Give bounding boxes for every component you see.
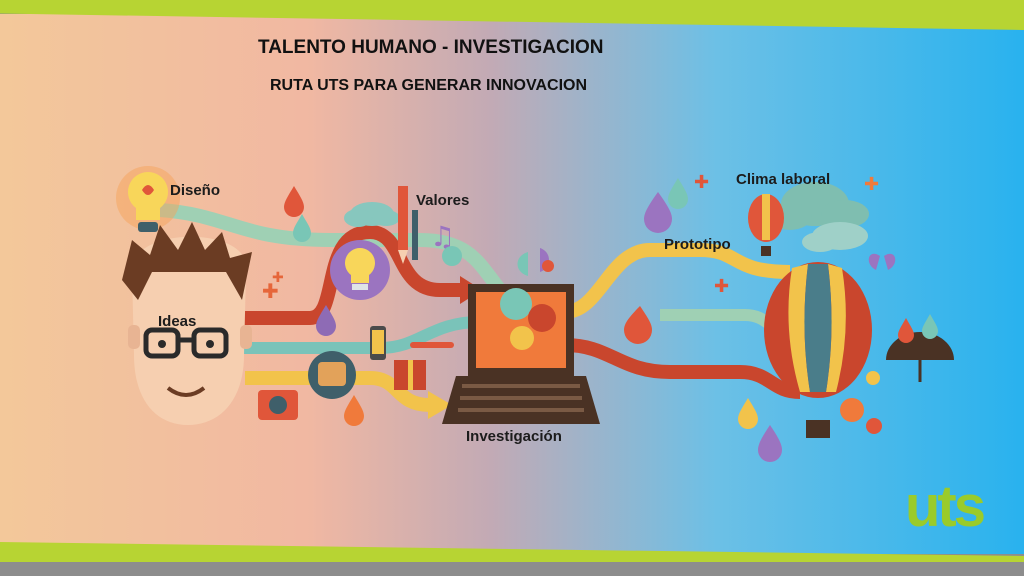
brush-icon: [412, 210, 418, 260]
drop-purple-2: [758, 425, 782, 462]
drop-orange-2: [898, 318, 914, 343]
gear-icon-3: [510, 326, 534, 350]
glasses-icon: [143, 327, 229, 359]
dot-red: [866, 418, 882, 434]
label-investigacion: Investigación: [466, 428, 562, 445]
slide-subtitle: RUTA UTS PARA GENERAR INNOVACION: [270, 77, 588, 94]
gear-icon-1: [500, 288, 532, 320]
dot-yellow: [866, 371, 880, 385]
plant-leaves-icon: [517, 248, 554, 276]
pen-icon: [410, 342, 454, 348]
coffee-cup-icon: [308, 351, 356, 399]
label-ideas: Ideas: [158, 313, 197, 330]
umbrella-icon: [886, 314, 954, 382]
plus-icon-2: ✚: [272, 270, 284, 286]
drop-teal-2: [668, 178, 688, 209]
camera-icon: [258, 390, 298, 420]
dot-orange: [840, 398, 864, 422]
hair: [122, 222, 252, 300]
character-head-illustration: [122, 222, 252, 425]
drop-yellow-1: [738, 398, 758, 429]
drop-purple-3: [644, 192, 672, 233]
label-prototipo: Prototipo: [664, 236, 731, 253]
gear-icon-2: [528, 304, 556, 332]
label-valores: Valores: [416, 192, 470, 209]
lightbulb-icon: [116, 166, 180, 232]
butterfly-icon: [868, 253, 896, 270]
drop-teal-3: [922, 314, 938, 339]
ribbon-green: [159, 203, 506, 295]
uts-logo: uts: [905, 474, 986, 539]
drop-teal-1: [293, 214, 311, 242]
plus-icon-4: ✚: [864, 174, 879, 195]
plus-icon-3: ✚: [694, 172, 709, 193]
drop-red-1: [284, 186, 304, 217]
idea-bulb-icon: [330, 240, 390, 300]
label-diseno: Diseño: [170, 182, 221, 199]
ribbon-right-yellow: [564, 243, 791, 319]
plus-icon-1: ✚: [262, 279, 279, 303]
laptop-icon: [442, 284, 600, 424]
drop-purple-1: [316, 305, 336, 336]
drop-orange-1: [344, 395, 364, 426]
large-balloon-icon: [764, 262, 872, 438]
cloud-icon-3: [802, 222, 868, 252]
label-clima-laboral: Clima laboral: [736, 171, 831, 188]
phone-icon: [370, 326, 386, 360]
cloud-icon-1: [344, 202, 400, 227]
pencil-icon: [398, 186, 408, 264]
slide-title: TALENTO HUMANO - INVESTIGACION: [258, 37, 604, 58]
gift-icon: [394, 360, 426, 390]
plus-icon-5: ✚: [714, 276, 729, 297]
small-balloon-icon: [748, 194, 784, 256]
arrow-yellow: [428, 391, 452, 419]
dot-teal: [442, 246, 462, 266]
drop-red-2: [624, 306, 652, 344]
ribbon-red-upper: [230, 224, 462, 325]
ribbon-right-red: [564, 338, 801, 399]
